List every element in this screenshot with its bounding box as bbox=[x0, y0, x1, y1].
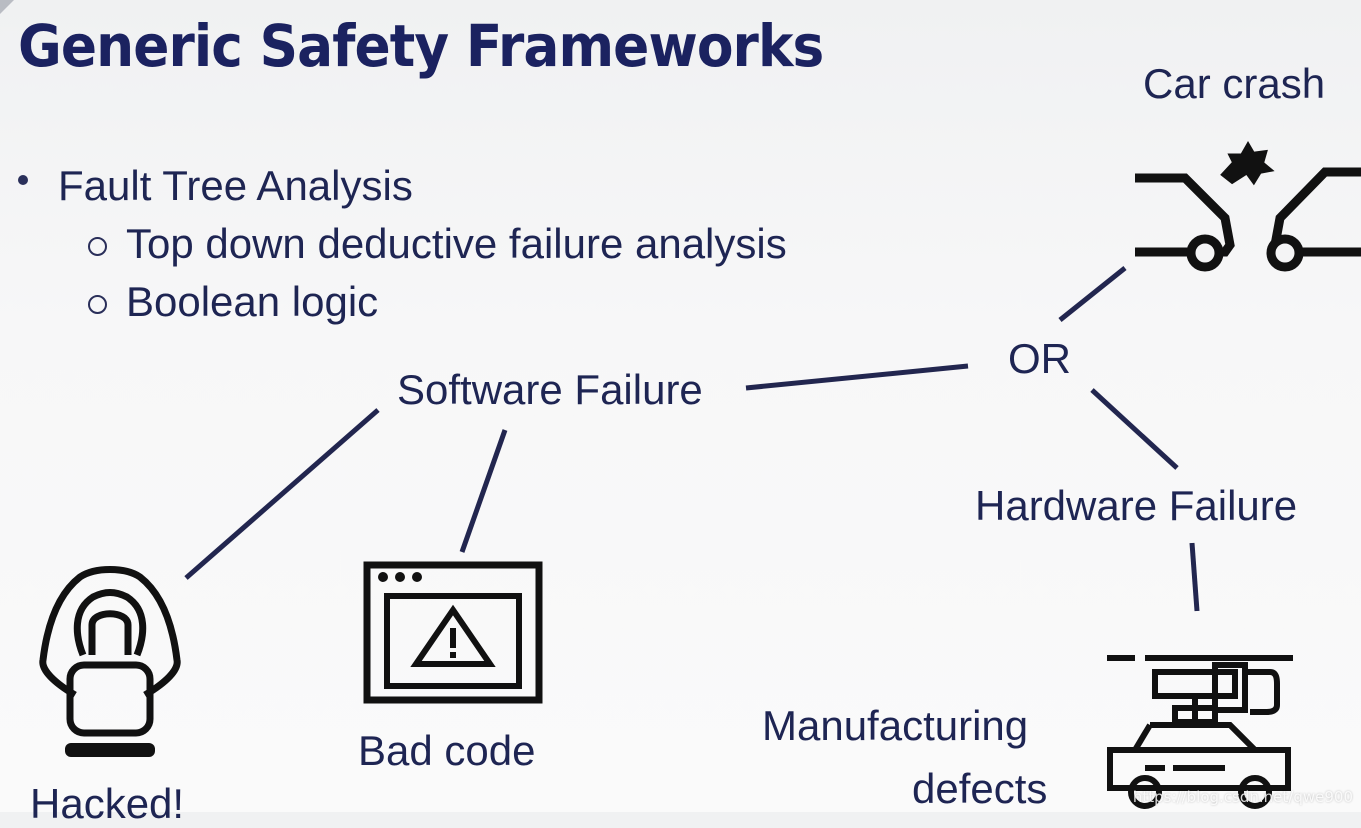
hardware-failure-label: Hardware Failure bbox=[975, 482, 1298, 529]
sub-bullet-text: Top down deductive failure analysis bbox=[126, 220, 787, 267]
connector-or-hardware bbox=[1090, 388, 1179, 470]
connector-hardware-manufacturing bbox=[1189, 542, 1200, 612]
sub-bullet-text: Boolean logic bbox=[126, 278, 379, 325]
bullet-dot bbox=[18, 175, 28, 185]
bullet-list: Fault Tree Analysis Top down deductive f… bbox=[18, 162, 787, 336]
bad-code-label: Bad code bbox=[358, 727, 536, 774]
car-crash-label: Car crash bbox=[1143, 60, 1326, 107]
or-gate-label: OR bbox=[1008, 335, 1071, 382]
bullet-text: Fault Tree Analysis bbox=[58, 162, 413, 209]
watermark: https://blog.csdn.net/qwe900 bbox=[1132, 788, 1353, 806]
hacker-icon bbox=[39, 566, 181, 757]
car-crash-icon bbox=[1135, 135, 1361, 272]
hacked-label: Hacked! bbox=[30, 780, 185, 827]
slide-corner bbox=[0, 0, 14, 14]
sub-bullet-item: Boolean logic bbox=[18, 278, 787, 336]
software-failure-label: Software Failure bbox=[397, 366, 703, 413]
browser-warning-icon bbox=[363, 561, 543, 704]
slide-title: Generic Safety Frameworks bbox=[18, 12, 824, 80]
sub-bullet-circle bbox=[88, 237, 107, 256]
connector-software-badcode bbox=[459, 429, 508, 553]
bullet-item: Fault Tree Analysis bbox=[18, 162, 787, 220]
sub-bullet-item: Top down deductive failure analysis bbox=[18, 220, 787, 278]
connector-crash-or bbox=[1058, 266, 1127, 322]
manufacturing-label: Manufacturing bbox=[762, 702, 1029, 749]
car-assembly-icon bbox=[1107, 655, 1293, 809]
connector-software-hacked bbox=[184, 408, 380, 580]
sub-bullet-circle bbox=[88, 295, 107, 314]
defects-label: defects bbox=[912, 765, 1048, 812]
connector-or-software bbox=[745, 363, 969, 391]
